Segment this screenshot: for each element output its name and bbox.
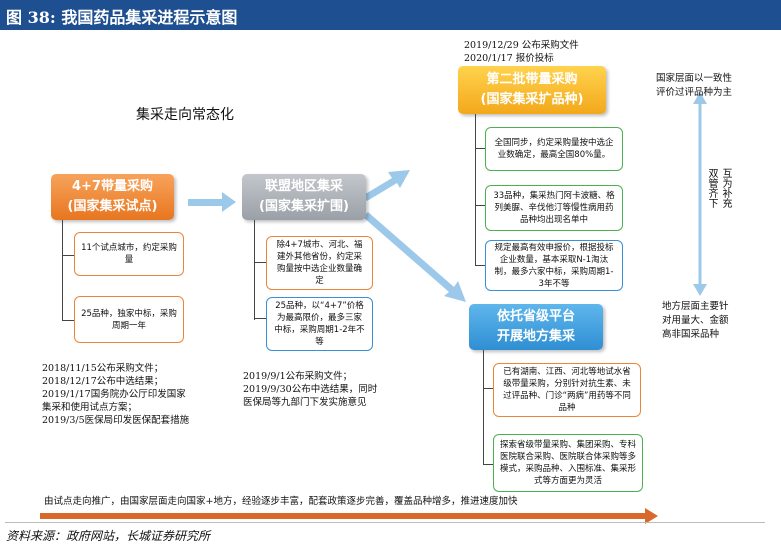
stage3-connector-a [475,148,485,149]
stage1-timeline: 2018/11/15公布采购文件； 2018/12/17公布中选结果； 2019… [42,362,189,427]
right-bottom-note: 地方层面主要针 对用量大、金额 高非国采品种 [662,300,729,342]
bottom-arrow-text: 由试点走向推广，由国家层面走向国家+地方，经验逐步丰富，配套政策逐步完善，覆盖品… [44,496,518,507]
stage2-timeline-line: 2019/9/30公布中选结果，同时 [243,384,378,395]
stage1-connector-b [62,320,74,321]
bottom-timeline-arrow [40,508,658,524]
stage3-subtitle: (国家集采扩品种) [480,92,584,107]
right-arrow-down [693,284,707,296]
right-middle-right: 互为补充 [720,168,731,208]
stage4-connector [483,350,484,465]
flow-arrow-2-4 [363,212,466,302]
stage1-detail-2: 25品种，独家中标，采购周期一年 [74,296,184,343]
right-bottom-note-line: 高非国采品种 [662,329,720,340]
stage2-detail-2: 25品种，以“4+7”价格为最高限价，最多三家中标，采购周期1-2年不等 [266,297,373,351]
stage3-connector-b [475,205,485,206]
stage1-timeline-line: 2018/11/15公布采购文件； [42,363,164,374]
stage2-timeline-line: 医保局等九部门下发实施意见 [243,397,367,408]
stage2-connector-a [254,262,266,263]
stage3-date-line: 2020/1/17 报价投标 [464,53,554,64]
stage2-timeline-line: 2019/9/1公布采购文件； [243,371,353,382]
stage1-timeline-line: 2019/1/17国务院办公厅印发国家 [42,389,186,400]
stage4-title: 依托省级平台 [496,309,575,324]
right-top-note-line: 评价过评品种为主 [656,87,733,98]
stage4-detail-2: 探索省级带量采购、集团采购、专科医院联合采购、医院联合体采购等多模式，采购品种、… [493,434,643,492]
stage4-box: 依托省级平台 开展地方集采 [469,304,603,350]
stage2-title: 联盟地区集采 [264,179,343,194]
stage4-detail-1: 已有湖南、江西、河北等地试水省级带量采购，分别针对抗生素、未过评品种、门诊“两病… [493,363,641,417]
source-divider [5,522,765,523]
stage3-detail-2: 33品种，集采热门阿卡波糖、格列美脲、辛伐他汀等慢性病用药品种均出现名单中 [485,185,623,231]
figure-label: 图 38: [6,8,56,27]
diagram-heading: 集采走向常态化 [136,107,234,123]
stage3-title: 第二批带量采购 [486,72,578,87]
stage1-title: 4+7带量采购 [72,179,153,194]
stage2-timeline: 2019/9/1公布采购文件； 2019/9/30公布中选结果，同时 医保局等九… [243,370,377,409]
stage1-box: 4+7带量采购 (国家集采试点) [51,174,174,220]
stage1-timeline-line: 2019/3/5医保局印发医保配套措施 [42,415,190,426]
stage3-date-line: 2019/12/29 公布采购文件 [464,40,579,51]
figure-title-bar [0,0,781,30]
stage3-detail-1: 全国同步，约定采购量按中选企业数确定，最高全国80%量。 [485,127,623,171]
stage2-subtitle: (国家集采扩围) [259,199,349,214]
right-bottom-note-line: 对用量大、金额 [662,315,729,326]
stage2-detail-1: 除4+7城市、河北、福建外其他省份，约定采购量按中选企业数量确定 [266,236,373,290]
stage2-box: 联盟地区集采 (国家集采扩围) [242,174,366,220]
stage2-connector-b [254,318,266,319]
flow-arrow-2-3 [362,170,410,201]
stage1-timeline-line: 集采和使用试点方案； [42,402,138,413]
stage3-detail-3: 规定最高有效申报价，根据投标企业数量，基本采取N-1淘汰制，最多六家中标，采购周… [485,240,623,291]
stage3-box: 第二批带量采购 (国家集采扩品种) [458,66,606,114]
flow-arrow-1-2 [188,192,236,212]
figure-title: 图 38: 我国药品集采进程示意图 [6,4,237,28]
right-top-note: 国家层面以一致性 评价过评品种为主 [656,72,732,100]
stage3-connector-c [475,265,485,266]
right-arrow-up [693,92,707,104]
right-bottom-note-line: 地方层面主要针 [662,301,729,312]
stage2-connector [254,220,255,320]
figure-title-text: 我国药品集采进程示意图 [61,8,238,27]
stage4-subtitle: 开展地方集采 [496,329,575,344]
source-note: 资料来源：政府网站，长城证券研究所 [6,529,211,543]
stage3-connector [475,114,476,266]
stage1-connector [62,220,63,321]
right-middle-left: 双管齐下 [706,168,717,208]
stage4-connector-a [483,388,493,389]
stage1-subtitle: (国家集采试点) [67,199,158,214]
stage1-timeline-line: 2018/12/17公布中选结果； [42,376,164,387]
stage3-dates: 2019/12/29 公布采购文件 2020/1/17 报价投标 [464,39,579,65]
stage4-connector-b [483,464,493,465]
right-top-note-line: 国家层面以一致性 [656,73,733,84]
stage1-detail-1: 11个试点城市，约定采购量 [74,232,184,276]
stage1-connector-a [62,255,74,256]
